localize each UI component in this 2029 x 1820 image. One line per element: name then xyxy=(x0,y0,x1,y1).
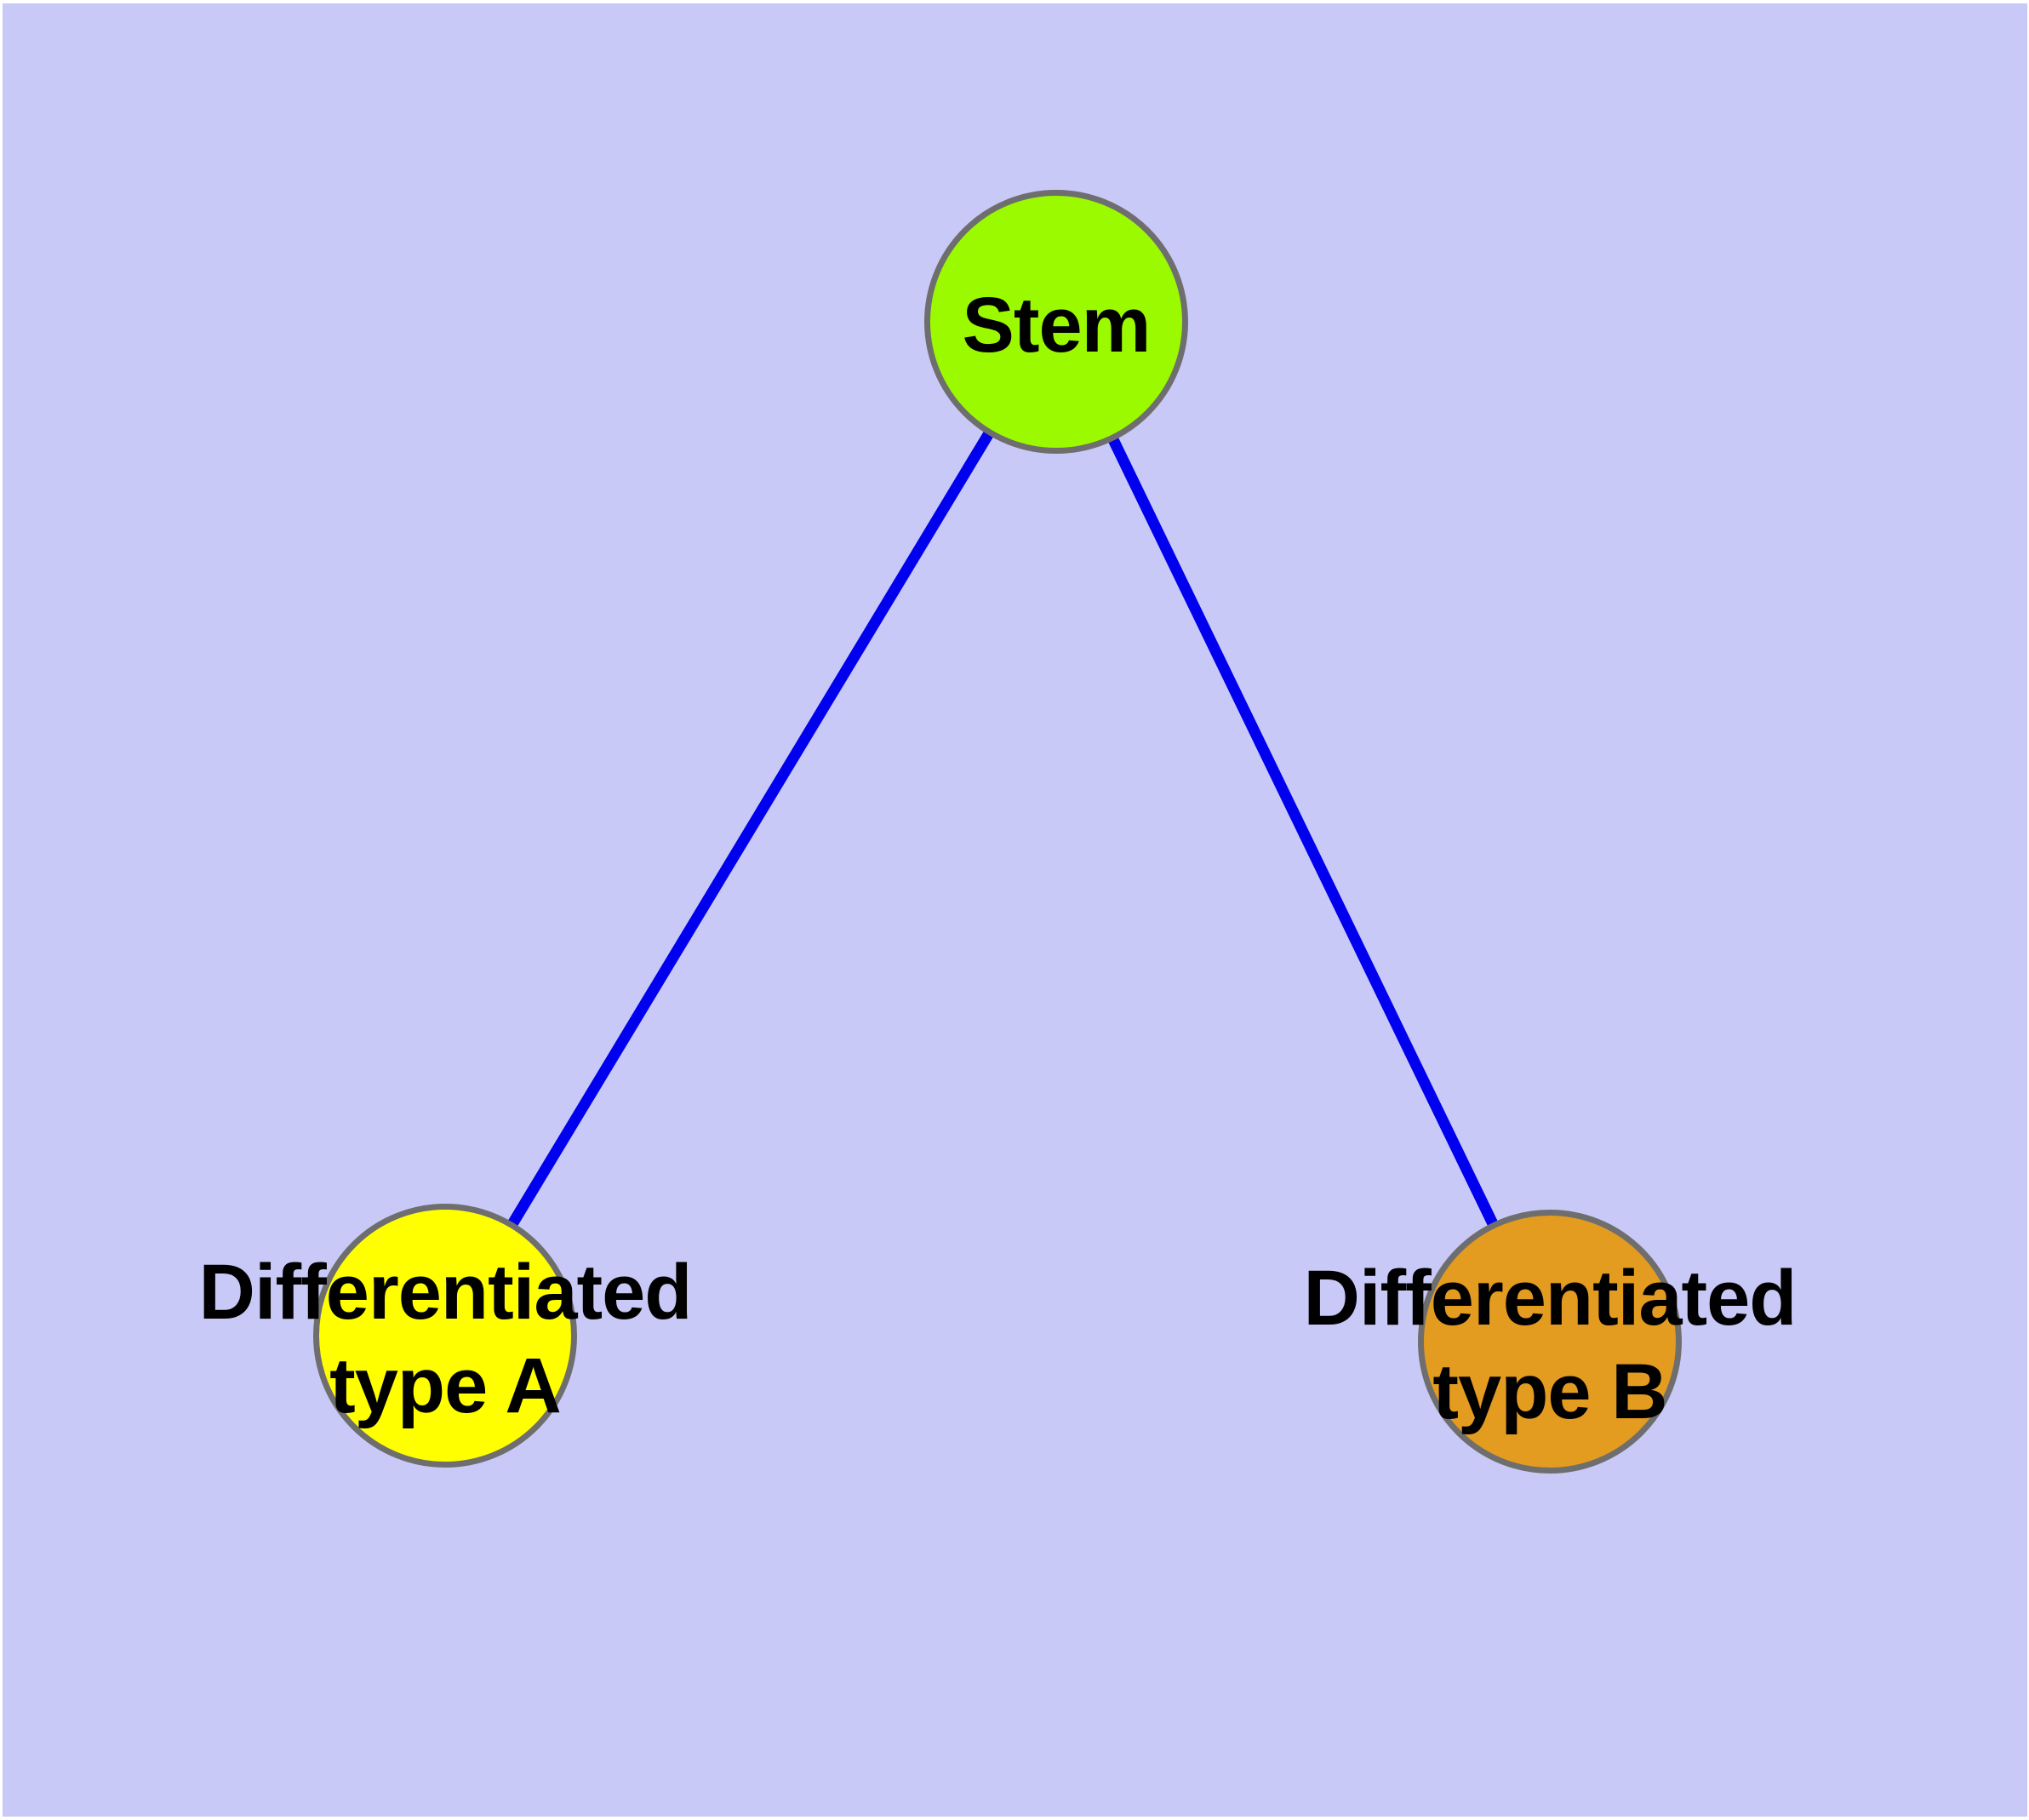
differentiated-type-a-node-label: Differentiated type A xyxy=(198,1245,693,1433)
type-a-label-line-2: type A xyxy=(329,1342,562,1429)
stem-node-label: Stem xyxy=(962,278,1152,372)
stem-label-line: Stem xyxy=(962,282,1152,369)
diagram-canvas: Stem Differentiated type A Differentiate… xyxy=(3,3,2027,1817)
stem-node-circle xyxy=(924,190,1188,454)
differentiated-type-a-node-circle xyxy=(313,1204,577,1468)
differentiated-type-b-node-circle xyxy=(1418,1210,1682,1474)
type-a-label-line-1: Differentiated xyxy=(198,1249,693,1336)
edge-layer xyxy=(440,318,1555,1344)
edge-stem-to-type-b xyxy=(1051,319,1555,1344)
type-b-label-line-2: type B xyxy=(1432,1348,1667,1435)
edge-stem-to-type-a xyxy=(440,318,1061,1339)
type-b-label-line-1: Differentiated xyxy=(1303,1255,1798,1342)
differentiated-type-b-node-label: Differentiated type B xyxy=(1303,1251,1798,1439)
